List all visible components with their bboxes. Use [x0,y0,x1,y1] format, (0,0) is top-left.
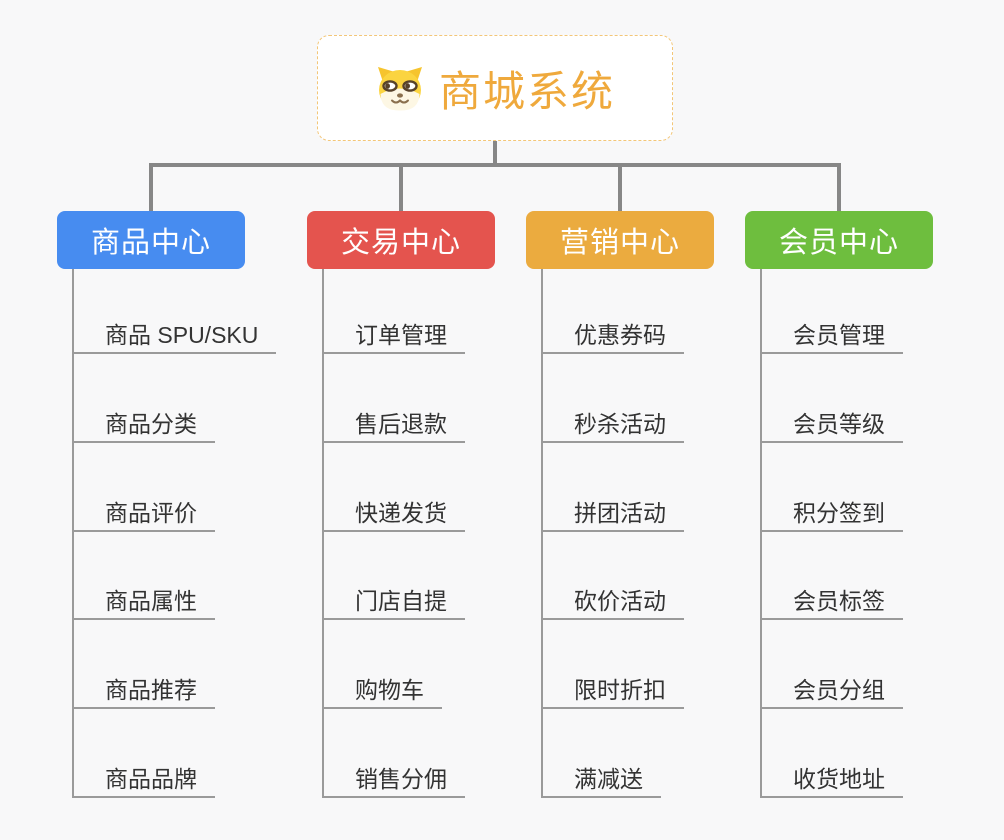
connector-branch-drop [837,163,841,211]
root-node[interactable]: 商城系统 [317,35,673,141]
doge-icon [375,65,425,111]
branch-label: 会员中心 [778,227,899,259]
leaf-node[interactable]: 订单管理 [322,318,465,354]
leaf-node[interactable]: 商品 SPU/SKU [72,318,277,354]
branch-label: 交易中心 [340,227,461,259]
leaf-node[interactable]: 积分签到 [760,496,903,532]
branch-label: 商品中心 [90,227,211,259]
leaf-node[interactable]: 收货地址 [760,762,903,798]
leaf-node[interactable]: 销售分佣 [322,762,465,798]
leaf-node[interactable]: 会员等级 [760,407,903,443]
leaf-node[interactable]: 购物车 [322,673,442,710]
leaf-node[interactable]: 商品属性 [72,584,215,621]
leaf-node[interactable]: 优惠券码 [541,318,684,354]
branch-node[interactable]: 交易中心 [307,211,495,269]
connector-root-drop [493,141,497,167]
leaf-node[interactable]: 商品品牌 [72,762,215,798]
leaf-node[interactable]: 满减送 [541,762,661,798]
branch-trunk-line [760,269,762,798]
leaf-node[interactable]: 砍价活动 [541,584,684,621]
branch-trunk-line [322,269,324,798]
leaf-node[interactable]: 会员分组 [760,673,903,710]
leaf-node[interactable]: 快递发货 [322,496,465,532]
leaf-node[interactable]: 售后退款 [322,407,465,443]
root-title: 商城系统 [438,67,615,115]
branch-node[interactable]: 营销中心 [526,211,714,269]
leaf-node[interactable]: 商品分类 [72,407,215,443]
leaf-node[interactable]: 商品评价 [72,496,215,532]
branch-node[interactable]: 商品中心 [57,211,245,269]
branch-trunk-line [541,269,543,798]
leaf-node[interactable]: 会员管理 [760,318,903,354]
leaf-node[interactable]: 商品推荐 [72,673,215,710]
leaf-node[interactable]: 会员标签 [760,584,903,621]
leaf-node[interactable]: 秒杀活动 [541,407,684,443]
branch-label: 营销中心 [559,227,680,259]
leaf-node[interactable]: 限时折扣 [541,673,684,710]
connector-horizontal-rail [149,163,841,167]
connector-branch-drop [618,163,622,211]
leaf-node[interactable]: 门店自提 [322,584,465,621]
leaf-node[interactable]: 拼团活动 [541,496,684,532]
branch-node[interactable]: 会员中心 [745,211,933,269]
branch-trunk-line [72,269,74,798]
connector-branch-drop [149,163,153,211]
connector-branch-drop [399,163,403,211]
